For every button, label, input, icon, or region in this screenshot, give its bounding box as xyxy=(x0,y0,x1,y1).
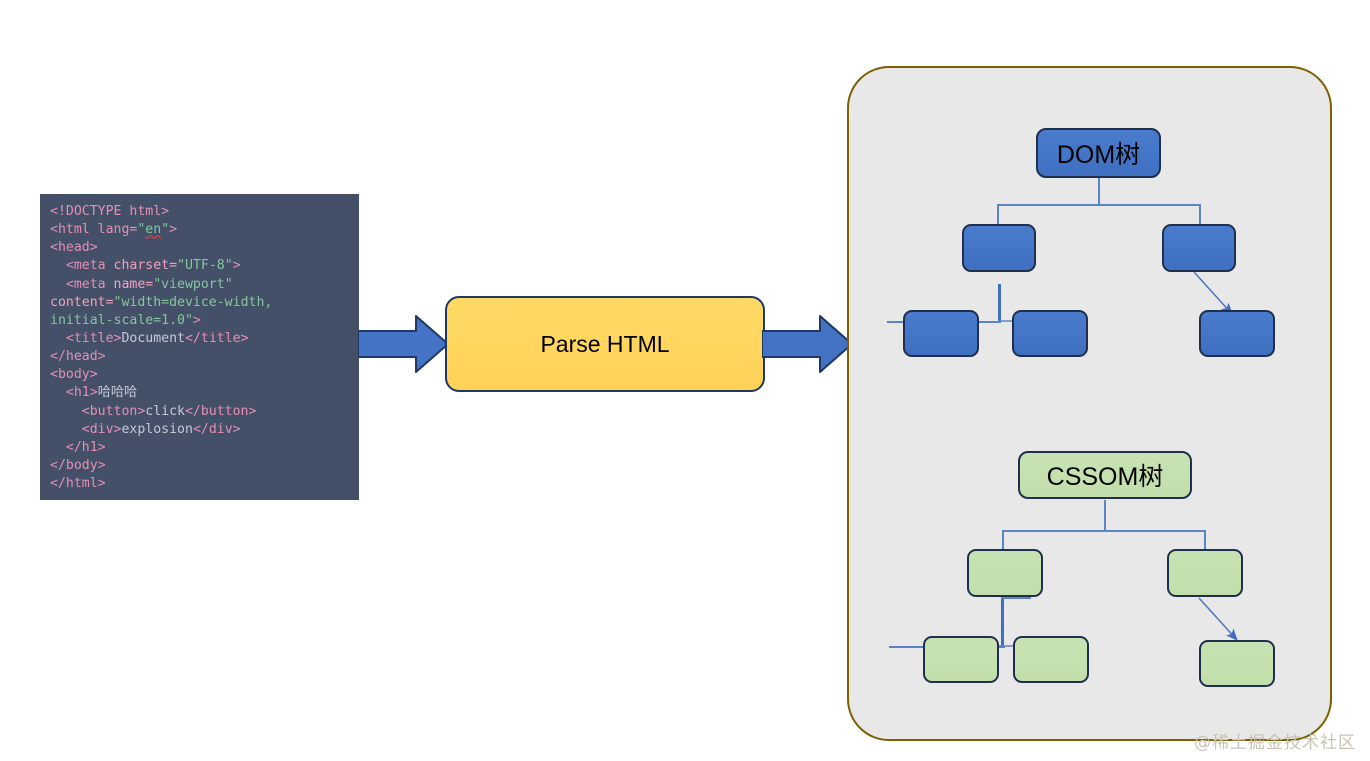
code-line: </body> xyxy=(50,457,359,475)
code-token: <body> xyxy=(50,367,98,383)
code-token: </div> xyxy=(192,421,241,437)
dom-connector-left-branch xyxy=(997,204,999,235)
code-line: </head> xyxy=(50,348,359,366)
dom-connector-left-stem xyxy=(998,284,1001,322)
code-token: 哈哈哈 xyxy=(97,385,138,401)
cssom-node-level3-left xyxy=(923,636,999,683)
code-token: </title> xyxy=(185,330,249,346)
code-token: <meta xyxy=(50,258,114,274)
dom-connector-right-branch xyxy=(1199,204,1201,235)
code-token: </head> xyxy=(50,349,106,365)
code-line: content="width=device-width, xyxy=(50,294,359,312)
cssom-node-level2-right xyxy=(1167,549,1243,597)
dom-node-level2-right xyxy=(1162,224,1236,272)
code-token: <meta xyxy=(50,276,114,292)
dom-node-level2-left xyxy=(962,224,1036,272)
dom-tree-root-label: DOM树 xyxy=(1056,141,1141,169)
cssom-connector-left-branch xyxy=(1002,530,1004,560)
code-token: click xyxy=(145,403,185,419)
tree-output-panel: DOM树 CSSOM树 xyxy=(847,66,1332,741)
code-token: > xyxy=(192,312,201,328)
code-line: <button>click</button> xyxy=(50,403,359,421)
cssom-node-level2-left xyxy=(967,549,1043,597)
code-token: Document xyxy=(121,330,185,346)
code-token: <div> xyxy=(50,421,122,437)
code-token: <head> xyxy=(50,240,98,256)
cssom-connector-bus xyxy=(1002,530,1205,532)
cssom-tree-root-node: CSSOM树 xyxy=(1018,451,1192,499)
code-token: "UTF-8" xyxy=(177,258,233,274)
code-line: <meta charset="UTF-8"> xyxy=(50,257,359,275)
cssom-node-level3-right xyxy=(1199,640,1275,687)
dom-node-level3-right xyxy=(1199,310,1275,357)
code-token: <!DOCTYPE html> xyxy=(50,204,170,219)
code-token: <button> xyxy=(50,403,146,419)
dom-connector-bus xyxy=(997,204,1200,206)
code-token: </h1> xyxy=(50,439,106,455)
code-line: <head> xyxy=(50,239,359,257)
code-token: "viewport" xyxy=(153,276,233,292)
code-token: "width=device-width, xyxy=(113,294,273,310)
code-line: <h1>哈哈哈 xyxy=(50,384,359,402)
cssom-connector-left-stub xyxy=(1001,597,1031,599)
dom-node-level3-left xyxy=(903,310,979,357)
code-token: </body> xyxy=(50,457,106,473)
cssom-tree-root-label: CSSOM树 xyxy=(1046,463,1164,491)
dom-tree-root-node: DOM树 xyxy=(1036,128,1161,178)
parse-html-process-box: Parse HTML xyxy=(445,296,765,392)
input-arrow xyxy=(358,315,449,373)
dom-node-level3-middle xyxy=(1012,310,1088,357)
cssom-connector-left-stem xyxy=(1001,598,1004,648)
code-token: <html lang= xyxy=(50,222,138,238)
code-token: </button> xyxy=(184,403,257,419)
code-token: > xyxy=(169,222,178,238)
code-token: <h1> xyxy=(50,385,98,401)
code-line: <meta name="viewport" xyxy=(50,276,359,294)
code-token: en xyxy=(145,222,162,238)
code-line: <title>Document</title> xyxy=(50,330,359,348)
code-line: <!DOCTYPE html> xyxy=(50,203,359,221)
parse-html-label: Parse HTML xyxy=(540,330,670,357)
code-token: </html> xyxy=(50,476,106,492)
code-line: <body> xyxy=(50,366,359,384)
watermark-label: @稀土掘金技术社区 xyxy=(1194,733,1356,753)
code-token: content= xyxy=(50,294,114,310)
code-token: > xyxy=(232,258,241,274)
cssom-connector-right-branch xyxy=(1204,530,1206,560)
code-line: <html lang="en"> xyxy=(50,221,359,239)
code-token: " xyxy=(137,222,146,238)
cssom-connector-root-stem xyxy=(1104,500,1106,531)
code-line: </h1> xyxy=(50,439,359,457)
code-token: " xyxy=(161,222,170,238)
code-line: </html> xyxy=(50,475,359,493)
code-line: <div>explosion</div> xyxy=(50,421,359,439)
code-token: charset= xyxy=(113,258,178,274)
output-arrow xyxy=(762,315,853,373)
code-line: initial-scale=1.0"> xyxy=(50,312,359,330)
html-code-snippet: <!DOCTYPE html><html lang="en"><head> <m… xyxy=(40,194,359,500)
dom-connector-root-stem xyxy=(1098,158,1100,205)
code-token: explosion xyxy=(121,421,193,437)
code-token: initial-scale=1.0" xyxy=(50,312,193,328)
code-token: <title> xyxy=(50,330,122,346)
cssom-node-level3-middle xyxy=(1013,636,1089,683)
code-token: name= xyxy=(113,276,154,292)
